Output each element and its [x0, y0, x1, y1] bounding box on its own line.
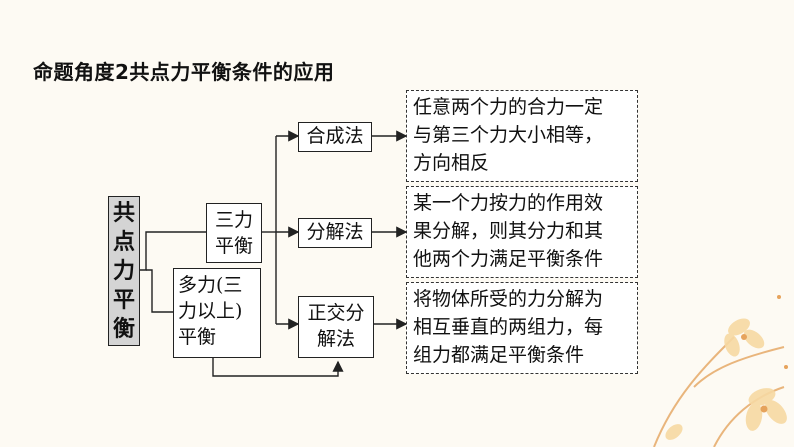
synthesis-method-box: 合成法	[298, 122, 372, 152]
orthogonal-description: 将物体所受的力分解为 相互垂直的两组力，每 组力都满足平衡条件	[406, 282, 638, 374]
synthesis-description: 任意两个力的合力一定 与第三个力大小相等， 方向相反	[406, 90, 638, 182]
concept-box-coplanar-equilibrium: 共 点 力 平 衡	[108, 196, 140, 346]
flower-decoration-icon	[653, 295, 788, 447]
multi-force-equilibrium-box: 多力(三 力以上) 平衡	[173, 268, 261, 358]
section-title: 命题角度2共点力平衡条件的应用	[33, 60, 335, 84]
decomposition-method-box: 分解法	[298, 218, 372, 248]
three-force-equilibrium-box: 三力 平衡	[206, 203, 262, 263]
orthogonal-decomposition-box: 正交分 解法	[298, 296, 374, 358]
decomposition-description: 某一个力按力的作用效 果分解，则其分力和其 他两个力满足平衡条件	[406, 186, 638, 278]
